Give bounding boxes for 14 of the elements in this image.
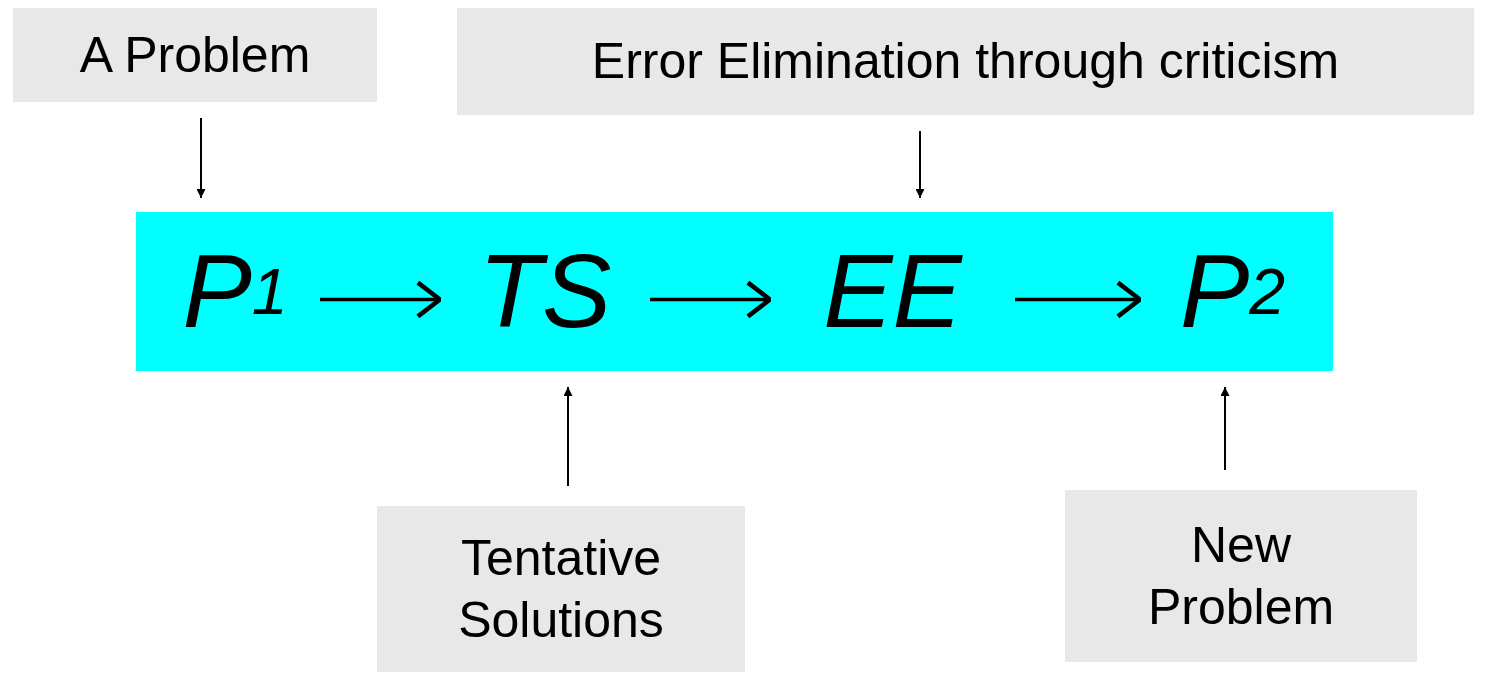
label-box: Error Elimination through criticism	[457, 8, 1474, 115]
formula-band	[136, 212, 1333, 371]
arrow	[915, 130, 925, 199]
arrow	[196, 117, 206, 199]
label-box: A Problem	[13, 8, 377, 102]
arrow	[563, 386, 573, 487]
formula-term: EE	[770, 212, 1015, 371]
arrow	[650, 280, 773, 319]
arrow	[320, 280, 443, 319]
formula-term: TS	[440, 212, 650, 371]
label-box: New Problem	[1065, 490, 1417, 662]
label-box: Tentative Solutions	[377, 506, 745, 672]
arrow	[1220, 386, 1230, 471]
arrow	[1015, 280, 1143, 319]
